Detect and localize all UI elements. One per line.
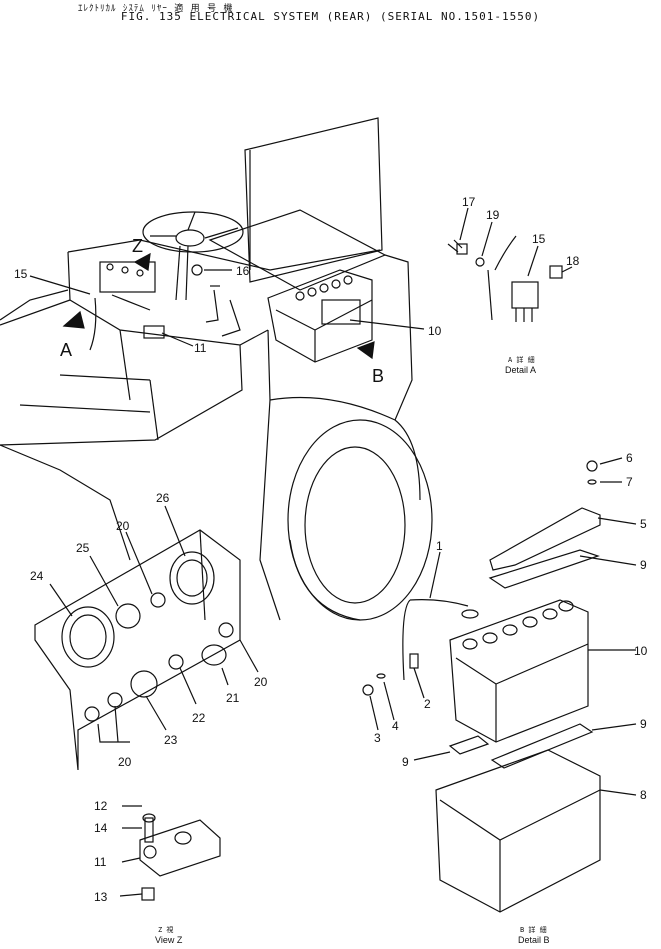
detail-b-caption: Detail B bbox=[518, 935, 550, 945]
tractor-body bbox=[0, 117, 433, 621]
detail-a bbox=[447, 207, 573, 322]
callout-15-detail: 15 bbox=[532, 232, 546, 246]
view-letters: A Z B bbox=[60, 236, 384, 386]
view-z-caption: View Z bbox=[155, 935, 183, 945]
header-japanese: ｴﾚｸﾄﾘｶﾙ ｼｽﾃﾑ ﾘﾔｰ 適 用 号 機 bbox=[78, 4, 234, 14]
callout-23: 23 bbox=[164, 733, 178, 747]
callout-7: 7 bbox=[626, 475, 633, 489]
callout-11: 11 bbox=[194, 341, 207, 355]
callout-5: 5 bbox=[640, 517, 647, 531]
detail-b-leaders bbox=[369, 457, 637, 796]
figure-title: FIG. 135 ELECTRICAL SYSTEM (REAR) (SERIA… bbox=[120, 10, 541, 23]
callout-16: 16 bbox=[236, 264, 250, 278]
callout-6: 6 bbox=[626, 451, 633, 465]
callout-15: 15 bbox=[14, 267, 28, 281]
callout-12: 12 bbox=[94, 799, 108, 813]
relay-assembly bbox=[119, 805, 221, 901]
callout-4: 4 bbox=[392, 719, 399, 733]
detail-a-caption-jp: A 詳 細 bbox=[508, 355, 535, 364]
callout-1: 1 bbox=[436, 539, 443, 553]
callout-2: 2 bbox=[424, 697, 431, 711]
callout-10-detail: 10 bbox=[634, 644, 648, 658]
callout-3: 3 bbox=[374, 731, 381, 745]
callout-17: 17 bbox=[462, 195, 476, 209]
detail-b-caption-jp: B 詳 細 bbox=[520, 925, 547, 934]
dashboard-panel bbox=[34, 529, 241, 771]
callout-26: 26 bbox=[156, 491, 170, 505]
view-letter-a: A bbox=[60, 340, 72, 360]
detail-captions: A 詳 細 Detail A B 詳 細 Detail B Z 視 View Z bbox=[155, 355, 550, 945]
callout-9-right: 9 bbox=[640, 717, 647, 731]
callout-21: 21 bbox=[226, 691, 240, 705]
view-letter-z: Z bbox=[132, 236, 143, 256]
callout-14: 14 bbox=[94, 821, 108, 835]
callout-24: 24 bbox=[30, 569, 44, 583]
detail-a-caption: Detail A bbox=[505, 365, 536, 375]
view-letter-b: B bbox=[372, 366, 384, 386]
callout-13: 13 bbox=[94, 890, 108, 904]
callout-10: 10 bbox=[428, 324, 442, 338]
detail-b bbox=[362, 460, 601, 913]
view-z-caption-jp: Z 視 bbox=[158, 925, 173, 934]
callout-19: 19 bbox=[486, 208, 500, 222]
callout-22: 22 bbox=[192, 711, 206, 725]
callout-20-right: 20 bbox=[254, 675, 268, 689]
callout-11-viewz: 11 bbox=[94, 855, 107, 869]
dashboard-leaders bbox=[49, 505, 259, 731]
callout-20-bottom: 20 bbox=[118, 755, 132, 769]
view-arrow-group bbox=[62, 252, 375, 360]
callout-8: 8 bbox=[640, 788, 647, 802]
callout-9-top: 9 bbox=[640, 558, 647, 572]
callout-9-left: 9 bbox=[402, 755, 409, 769]
callout-numbers: 15 16 11 10 17 19 15 18 26 20 25 24 20 2… bbox=[14, 195, 648, 904]
leader-lines-top bbox=[29, 269, 425, 347]
callout-25: 25 bbox=[76, 541, 90, 555]
callout-18: 18 bbox=[566, 254, 580, 268]
callout-20-top: 20 bbox=[116, 519, 130, 533]
